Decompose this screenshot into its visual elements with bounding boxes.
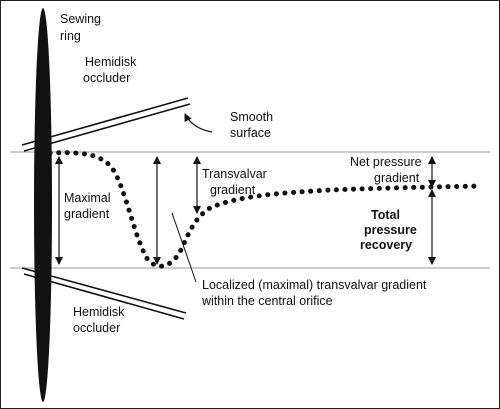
transvalvar-gradient-label: Transvalvar gradient: [202, 167, 270, 197]
pressure-curve: [47, 150, 485, 269]
smooth-surface-pointer: [184, 113, 213, 133]
sewing-ring: [34, 8, 52, 402]
localized-gradient-leader: [171, 212, 197, 283]
sewing-ring-label: Sewing ring: [60, 12, 104, 43]
localized-gradient-label: Localized (maximal) transvalvar gradient…: [201, 278, 430, 308]
net-pressure-gradient-label: Net pressure gradient: [350, 155, 425, 185]
upper-hemidisk-label: Hemidisk occluder: [83, 55, 140, 85]
lower-hemidisk-label: Hemidisk occluder: [73, 305, 128, 335]
smooth-surface-label: Smooth surface: [230, 110, 277, 140]
maximal-gradient-label: Maximal gradient: [64, 191, 114, 221]
total-pressure-recovery-label: Total pressure recovery: [360, 208, 420, 252]
